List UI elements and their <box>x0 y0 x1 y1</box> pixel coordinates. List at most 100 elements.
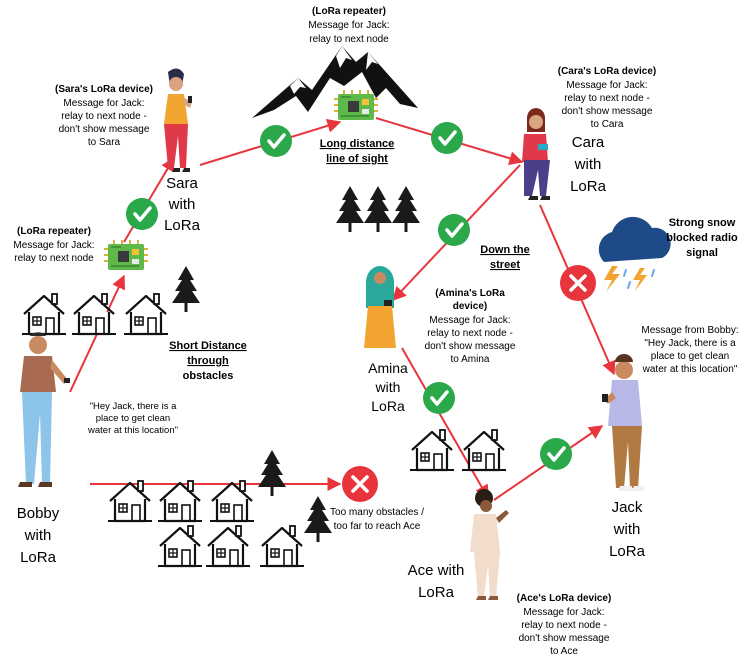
house-group-center <box>408 428 508 472</box>
check-circle-icon <box>421 380 457 416</box>
house-icon <box>20 292 68 336</box>
amina-note-line: relay to next node - <box>427 328 513 339</box>
house-group-left <box>20 292 170 336</box>
repeater-left-title: (LoRa repeater) <box>17 226 91 237</box>
check-circle-icon <box>429 120 465 156</box>
too-many-obstacles-line: Too many obstacles / <box>330 507 424 518</box>
storm-cloud-icon <box>598 216 671 292</box>
amina-note-line: to Amina <box>451 354 490 365</box>
amina-note-line: don't show message <box>425 341 516 352</box>
house-icon <box>122 292 170 336</box>
jack-name: LoRa <box>609 543 646 560</box>
check-circle-icon <box>124 196 160 232</box>
house-icon <box>408 428 456 472</box>
pine-tree-group-center <box>336 186 420 232</box>
repeater-left-line: relay to next node <box>14 253 94 264</box>
circuit-board-icon <box>333 89 379 121</box>
jack-message-line: Message from Bobby: <box>641 325 738 336</box>
long-distance-label: Long distance <box>320 138 395 150</box>
snow-label: Strong snow <box>669 217 736 229</box>
bobby-name: with <box>24 527 52 544</box>
house-icon <box>258 524 306 568</box>
repeater-top-title: (LoRa repeater) <box>312 6 386 17</box>
sara-name: Sara <box>166 175 198 192</box>
cara-name: LoRa <box>570 178 607 195</box>
amina-note-line: Message for Jack: <box>429 315 510 326</box>
short-distance-label: through <box>187 355 229 367</box>
ace-name: Ace with <box>408 562 465 579</box>
pine-tree-icon <box>304 496 332 542</box>
too-many-obstacles-line: too far to reach Ace <box>334 521 421 532</box>
bobby-name: LoRa <box>20 549 57 566</box>
check-circle-icon <box>436 212 472 248</box>
ace-note-line: to Ace <box>550 646 578 657</box>
jack-name: with <box>613 521 641 538</box>
sara-note-line: Message for Jack: <box>63 98 144 109</box>
sara-note-line: don't show message <box>59 124 150 135</box>
person-ace <box>470 489 509 600</box>
sara-note-line: to Sara <box>88 137 121 148</box>
sara-note-title: (Sara's LoRa device) <box>55 84 153 95</box>
amina-name: with <box>375 379 401 395</box>
repeater-top-line: Message for Jack: <box>308 20 389 31</box>
repeater-top-line: relay to next node <box>309 34 389 45</box>
mountain-icon <box>252 46 418 118</box>
sara-note-line: relay to next node - <box>61 111 147 122</box>
jack-message-line: water at this location" <box>642 364 738 375</box>
circuit-board-icon <box>103 239 149 271</box>
pine-tree-icon <box>364 186 392 232</box>
house-icon <box>156 524 204 568</box>
down-street-label: street <box>490 259 520 271</box>
person-cara <box>522 108 550 200</box>
cara-note-line: Message for Jack: <box>566 80 647 91</box>
amina-name: LoRa <box>371 398 405 414</box>
house-icon <box>156 479 204 523</box>
person-bobby <box>18 332 70 487</box>
snow-label: blocked radio <box>666 232 738 244</box>
arrow-amina-to-ace <box>401 347 489 500</box>
jack-name: Jack <box>612 499 643 516</box>
house-icon <box>204 524 252 568</box>
cara-note-line: don't show message <box>562 106 653 117</box>
cara-name: Cara <box>572 134 605 151</box>
person-sara <box>164 68 192 172</box>
house-icon <box>208 479 256 523</box>
short-distance-label: obstacles <box>183 370 234 382</box>
person-amina <box>364 266 396 348</box>
snow-label: signal <box>686 247 718 259</box>
sara-name: LoRa <box>164 217 201 234</box>
bobby-quote-line: water at this location" <box>87 425 178 436</box>
cara-note-title: (Cara's LoRa device) <box>558 66 657 77</box>
repeater-left-line: Message for Jack: <box>13 240 94 251</box>
cara-name: with <box>574 156 602 173</box>
pine-tree-icon <box>258 450 286 496</box>
x-circle-icon <box>558 263 598 303</box>
house-icon <box>70 292 118 336</box>
jack-message-line: "Hey Jack, there is a <box>644 338 736 349</box>
short-distance-label: Short Distance <box>169 340 247 352</box>
down-street-label: Down the <box>480 244 530 256</box>
cara-note-line: relay to next node - <box>564 93 650 104</box>
bobby-name: Bobby <box>17 505 60 522</box>
amina-name: Amina <box>368 360 408 376</box>
house-group-bottom <box>106 479 306 568</box>
person-jack <box>602 354 644 491</box>
bobby-quote-line: place to get clean <box>96 413 170 424</box>
ace-note-line: relay to next node - <box>521 620 607 631</box>
house-icon <box>106 479 154 523</box>
check-circle-icon <box>538 436 574 472</box>
check-circle-icon <box>258 123 294 159</box>
pine-tree-icon <box>392 186 420 232</box>
sara-name: with <box>168 196 196 213</box>
cara-note-line: to Cara <box>591 119 624 130</box>
ace-name: LoRa <box>418 584 455 601</box>
jack-message-line: place to get clean <box>651 351 729 362</box>
bobby-quote-line: "Hey Jack, there is a <box>90 401 178 412</box>
ace-note-line: Message for Jack: <box>523 607 604 618</box>
amina-note-title: device) <box>453 301 487 312</box>
long-distance-label: line of sight <box>326 153 388 165</box>
ace-note-title: (Ace's LoRa device) <box>517 593 612 604</box>
house-icon <box>460 428 508 472</box>
pine-tree-icon <box>172 266 200 312</box>
